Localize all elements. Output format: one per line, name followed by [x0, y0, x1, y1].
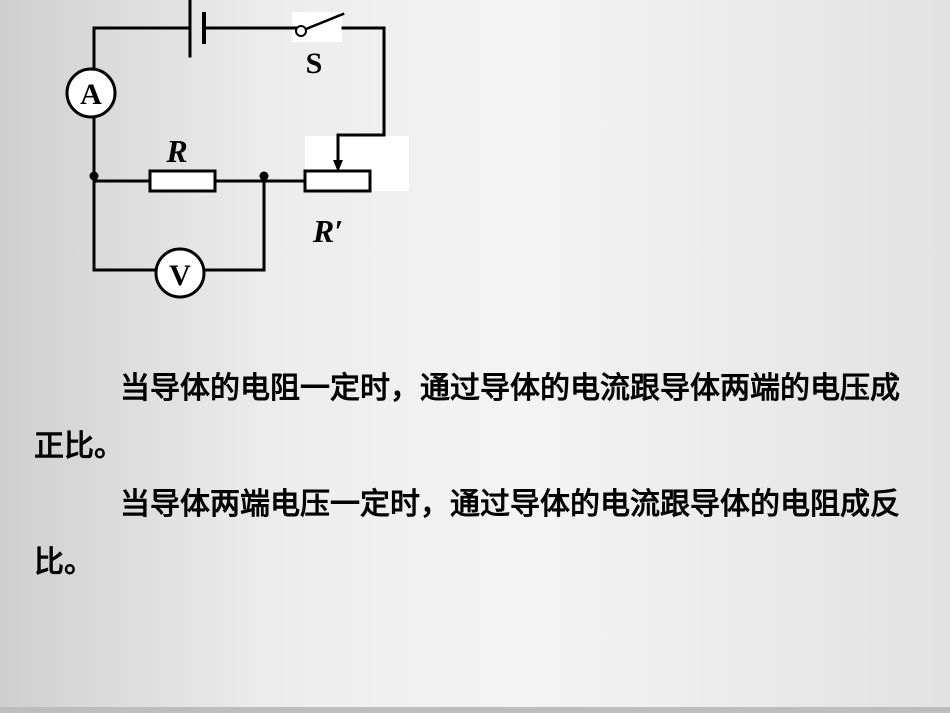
rheostat-r-prime [303, 169, 372, 193]
switch-blade [304, 12, 345, 31]
ammeter-label: A [80, 78, 102, 111]
switch-label: S [306, 47, 323, 80]
rheostat-label: R′ [312, 213, 343, 249]
paragraph-ohm-law-resistance: 当导体两端电压一定时，通过导体的电流跟导体的电阻成反比。 [34, 487, 900, 580]
resistor-r [148, 169, 217, 193]
junction-left [89, 171, 99, 181]
voltmeter [154, 247, 206, 299]
circuit-diagram: A V S R R′ [65, 0, 409, 299]
junction-right [259, 171, 269, 181]
wire-right [336, 26, 386, 162]
wire-top-left [92, 26, 192, 69]
voltmeter-label: V [169, 259, 191, 292]
wire-voltmeter-right [202, 174, 266, 272]
switch-pivot [295, 25, 307, 37]
resistor-label: R [165, 133, 187, 169]
footer-band [0, 707, 950, 713]
ammeter [65, 67, 117, 119]
paragraph-ohm-law-voltage: 当导体的电阻一定时，通过导体的电流跟导体两端的电压成正比。 [34, 371, 900, 464]
slider-arrow [333, 160, 343, 172]
